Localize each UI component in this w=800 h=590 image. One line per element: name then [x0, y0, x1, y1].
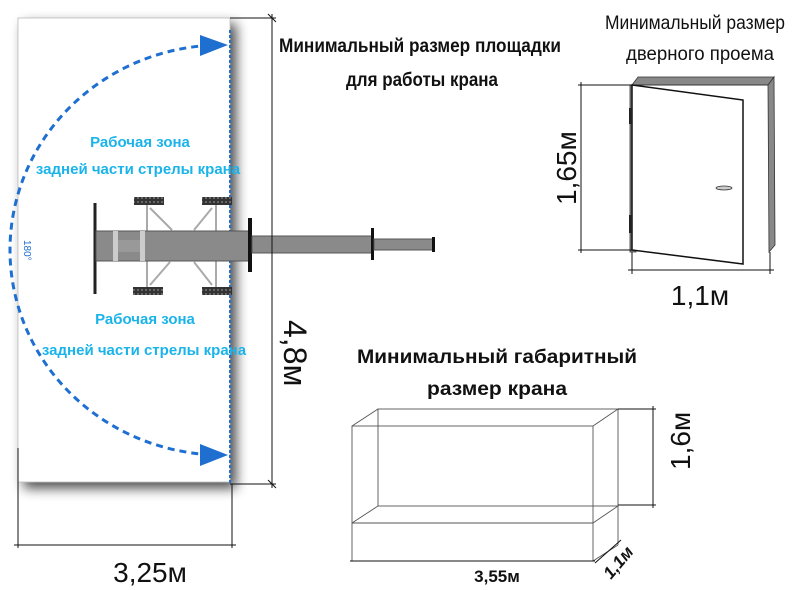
zone-upper-label-1: Рабочая зона: [90, 134, 190, 151]
door-height-dim: 1,65м: [551, 131, 582, 205]
site-height-dim: 4,8м: [277, 320, 313, 386]
hinge-icon: [629, 108, 632, 124]
door-drawing: [629, 75, 776, 265]
zone-lower-label-1: Рабочая зона: [95, 311, 195, 328]
box-length-dim: 3,55м: [474, 567, 520, 586]
arrow-bottom-icon: [200, 444, 228, 466]
box-title-1: Минимальный габаритный: [357, 347, 637, 368]
hinge-icon: [629, 215, 632, 233]
site-title-1: Минимальный размер площадки: [279, 36, 561, 57]
door-width-dim: 1,1м: [671, 280, 729, 311]
site-dimension-lines: [14, 13, 277, 548]
box-title-2: размер крана: [427, 379, 567, 400]
door-title-2: дверного проема: [626, 44, 774, 65]
door-handle-icon: [715, 185, 733, 191]
arrow-top-icon: [200, 35, 228, 56]
box-dimension-lines: [350, 406, 656, 564]
door-title-1: Минимальный размер: [605, 13, 785, 34]
angle-label: 180°: [21, 240, 32, 261]
site-title-2: для работы крана: [346, 70, 498, 91]
zone-upper-label-2: задней части стрелы крана: [36, 161, 241, 178]
door-dimension-lines: [578, 82, 774, 274]
box-height-dim: 1,6м: [665, 412, 696, 470]
rotation-arc: [8, 43, 223, 457]
zone-lower-label-2: задней части стрелы крана: [42, 342, 247, 359]
box-depth-dim: 1,1м: [600, 542, 638, 582]
crane-top-view: [93, 197, 435, 295]
site-width-dim: 3,25м: [113, 557, 187, 588]
crane-box-drawing: [351, 408, 619, 562]
